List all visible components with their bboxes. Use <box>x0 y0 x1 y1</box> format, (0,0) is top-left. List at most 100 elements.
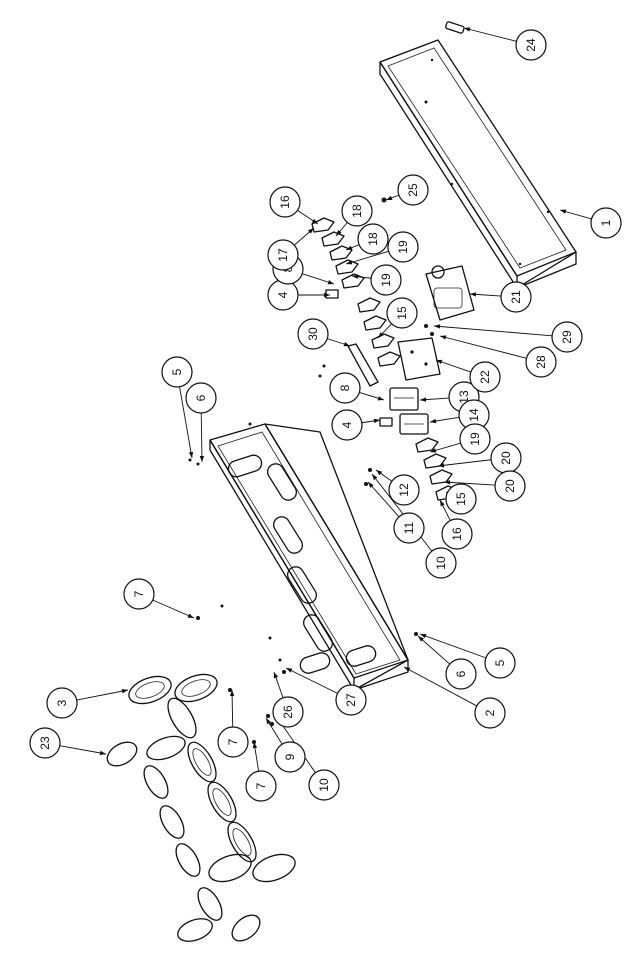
balloon-circle <box>500 281 532 313</box>
balloon-circle <box>274 741 306 773</box>
leader-arrow-b4a <box>324 292 330 298</box>
leader-line-b27 <box>285 667 338 694</box>
balloon-number: 4 <box>340 421 354 428</box>
balloon-circle <box>269 186 301 218</box>
balloon-b18b: 18 <box>357 223 389 255</box>
leader-arrow-b2 <box>404 667 411 672</box>
balloon-circle <box>370 264 402 296</box>
leader-line-b20a <box>437 459 492 467</box>
balloon-number: 2 <box>483 709 497 716</box>
leader-arrow-b14 <box>430 418 437 424</box>
leader-arrow-b23 <box>99 750 106 756</box>
leader-arrow-b22 <box>436 359 443 365</box>
balloon-b7a: 7 <box>123 578 155 610</box>
leader-arrow-b7a <box>187 613 194 618</box>
balloon-circle <box>387 231 419 263</box>
balloon-number: 22 <box>478 370 492 384</box>
balloon-number: 12 <box>397 483 411 497</box>
balloon-b8b: 8 <box>329 372 361 404</box>
balloon-number: 16 <box>278 195 292 209</box>
balloon-number: 28 <box>534 355 548 369</box>
balloon-number: 17 <box>276 248 290 262</box>
leader-arrow-b9 <box>266 718 272 725</box>
balloon-number: 7 <box>132 590 146 597</box>
balloon-number: 6 <box>194 394 208 401</box>
balloon-b19a: 19 <box>387 231 419 263</box>
balloon-b19b: 19 <box>370 264 402 296</box>
balloon-number: 29 <box>560 330 574 344</box>
leader-line-b7a <box>152 599 195 619</box>
balloon-b11: 11 <box>393 512 425 544</box>
balloon-b5b: 5 <box>484 647 516 679</box>
leader-arrow-b16a <box>311 218 318 224</box>
balloon-b18a: 18 <box>341 195 373 227</box>
balloon-number: 8 <box>338 384 352 391</box>
balloon-number: 23 <box>38 736 52 750</box>
balloon-circle <box>425 547 457 579</box>
leader-line-b7b <box>231 689 234 728</box>
balloon-circle <box>29 727 61 759</box>
balloon-number: 11 <box>402 521 416 534</box>
balloon-number: 4 <box>276 291 290 298</box>
balloon-b7c: 7 <box>245 770 277 802</box>
balloon-number: 9 <box>283 753 297 760</box>
leader-arrow-b27 <box>286 668 293 673</box>
balloon-b29: 29 <box>551 321 583 353</box>
balloon-b21: 21 <box>500 281 532 313</box>
balloon-b26: 26 <box>272 696 304 728</box>
part-22-mounting-plate <box>397 337 441 381</box>
leader-line-b11 <box>367 481 400 518</box>
part-3-grommets <box>128 673 296 883</box>
balloon-number: 30 <box>306 327 320 341</box>
balloon-circle <box>272 696 304 728</box>
balloon-b9: 9 <box>274 741 306 773</box>
balloon-number: 19 <box>396 240 410 254</box>
leader-line-b5a <box>179 386 193 459</box>
balloon-b1: 1 <box>590 207 622 239</box>
balloon-number: 13 <box>457 390 471 404</box>
leader-arrow-b8b <box>377 396 384 401</box>
balloon-circle <box>469 361 501 393</box>
balloon-number: 6 <box>454 670 468 677</box>
part-30-din-rail <box>347 343 379 387</box>
balloon-b25: 25 <box>397 174 429 206</box>
leader-arrow-b5a <box>188 451 194 458</box>
balloon-number: 15 <box>395 306 409 320</box>
leader-arrow-b18b <box>346 245 353 250</box>
balloon-callouts: 1234455667778891010111213141515161617181… <box>29 29 622 802</box>
balloon-circle <box>515 29 547 61</box>
part-2-base-tray <box>209 423 409 691</box>
balloon-b5a: 5 <box>161 356 193 388</box>
leader-arrow-b20b <box>444 480 451 485</box>
balloon-b19c: 19 <box>459 423 491 455</box>
balloon-number: 15 <box>454 492 468 506</box>
balloon-circle <box>123 578 155 610</box>
balloon-b6a: 6 <box>185 382 217 414</box>
leader-arrow-b1 <box>560 209 567 214</box>
balloon-circle <box>525 346 557 378</box>
leader-arrow-b6b <box>418 636 424 642</box>
balloon-circle <box>308 769 340 801</box>
balloon-b14: 14 <box>458 399 490 431</box>
leader-line-b3 <box>76 689 129 701</box>
balloon-b24: 24 <box>515 29 547 61</box>
balloon-circle <box>357 223 389 255</box>
leader-arrow-b30 <box>343 342 350 347</box>
leader-line-b19a <box>345 250 389 265</box>
leader-arrow-b20a <box>438 463 445 468</box>
leader-arrow-b26 <box>273 672 279 679</box>
balloon-number: 21 <box>509 290 523 304</box>
balloon-b7b: 7 <box>217 726 249 758</box>
balloon-b3: 3 <box>46 687 78 719</box>
balloon-number: 16 <box>450 527 464 541</box>
leader-arrow-b3 <box>121 689 128 694</box>
balloon-number: 26 <box>281 705 295 719</box>
balloon-b15b: 15 <box>445 483 477 515</box>
balloon-circle <box>341 195 373 227</box>
part-13-14-contactors <box>389 387 429 435</box>
balloon-circle <box>445 483 477 515</box>
hardware-fasteners <box>188 197 434 744</box>
balloon-b16a: 16 <box>269 186 301 218</box>
balloon-b4a: 4 <box>267 279 299 311</box>
